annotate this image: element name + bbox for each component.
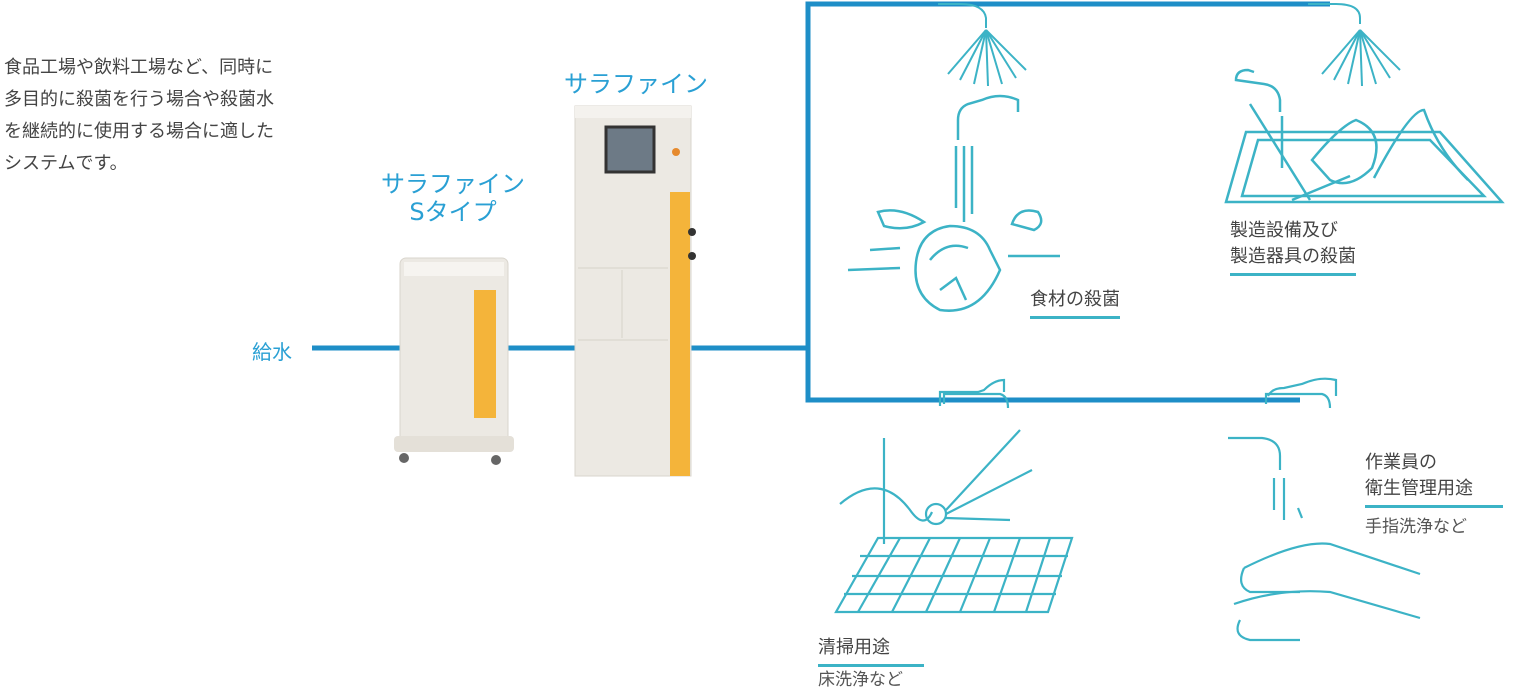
description-line: 多目的に殺菌を行う場合や殺菌水 [4,89,274,110]
equipment-sterilization-label: 製造設備及び 製造器具の殺菌 [1230,218,1356,276]
sarafine-s-type-label-line2: Sタイプ [409,198,497,226]
underline [1230,273,1356,276]
hand-washing-icon [1228,377,1421,642]
faucet-icon [942,392,1332,409]
sarafine-label: サラファイン [564,70,708,98]
sarafine-machine [574,105,696,477]
food-sterilization-text: 食材の殺菌 [1030,289,1120,310]
hygiene-sub: 手指洗浄など [1365,517,1467,537]
hygiene-label: 作業員の 衛生管理用途 手指洗浄など [1365,450,1503,540]
sarafine-s-type-label: サラファイン Sタイプ [368,170,538,226]
description-text: 食品工場や飲料工場など、同時に 多目的に殺菌を行う場合や殺菌水 を継続的に使用す… [4,52,274,180]
underline [1030,316,1120,319]
floor-cleaning-icon [834,378,1074,614]
description-line: を継続的に使用する場合に適した [4,121,274,142]
description-line: 食品工場や飲料工場など、同時に [4,57,274,78]
equipment-sterilization-line2: 製造器具の殺菌 [1230,246,1356,267]
sprayer-top-right-icon [1308,3,1401,87]
underline [818,664,924,667]
food-washing-icon [847,94,1060,312]
cleaning-title: 清掃用途 [818,637,890,658]
sarafine-s-type-label-line1: サラファイン [381,170,525,198]
underline [1365,505,1503,508]
water-supply-label: 給水 [252,340,292,364]
sprayer-top-left-icon [938,3,1027,87]
water-pipes [312,1,1330,403]
sarafine-s-type-machine [394,257,514,465]
equipment-washing-icon [1224,68,1505,204]
cleaning-sub: 床洗浄など [818,670,903,690]
hygiene-line1: 作業員の [1365,452,1437,473]
hygiene-line2: 衛生管理用途 [1365,478,1473,499]
description-line: システムです。 [4,153,128,174]
cleaning-label: 清掃用途 床洗浄など [818,635,924,693]
food-sterilization-label: 食材の殺菌 [1030,287,1120,319]
equipment-sterilization-line1: 製造設備及び [1230,220,1338,241]
